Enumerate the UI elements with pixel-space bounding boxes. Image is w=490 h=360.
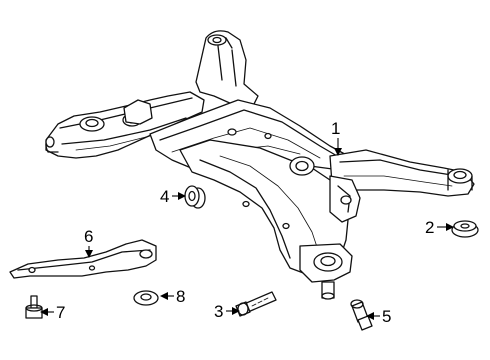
callout-7: 7 <box>40 303 65 322</box>
callout-label-6: 6 <box>84 227 93 246</box>
part-7-bolt <box>25 295 43 319</box>
part-2-cushion <box>451 220 479 238</box>
callout-8: 8 <box>160 287 185 306</box>
callout-label-7: 7 <box>56 303 65 322</box>
callout-label-1: 1 <box>331 119 340 138</box>
callout-2: 2 <box>425 218 454 237</box>
callout-6: 6 <box>84 227 93 258</box>
callout-label-4: 4 <box>160 187 169 206</box>
callout-label-2: 2 <box>425 218 434 237</box>
part-4-bushing <box>184 185 206 209</box>
callout-label-3: 3 <box>214 302 223 321</box>
part-5-bolt <box>350 299 373 331</box>
callout-4: 4 <box>160 187 186 206</box>
part-6-bracket <box>9 239 157 279</box>
callout-3: 3 <box>214 302 240 321</box>
rear-suspension-subframe <box>45 30 475 300</box>
part-8-washer <box>133 290 159 306</box>
part-3-bolt <box>235 291 277 317</box>
callout-1: 1 <box>331 119 342 156</box>
callout-5: 5 <box>366 307 391 326</box>
callout-label-8: 8 <box>176 287 185 306</box>
callout-label-5: 5 <box>382 307 391 326</box>
